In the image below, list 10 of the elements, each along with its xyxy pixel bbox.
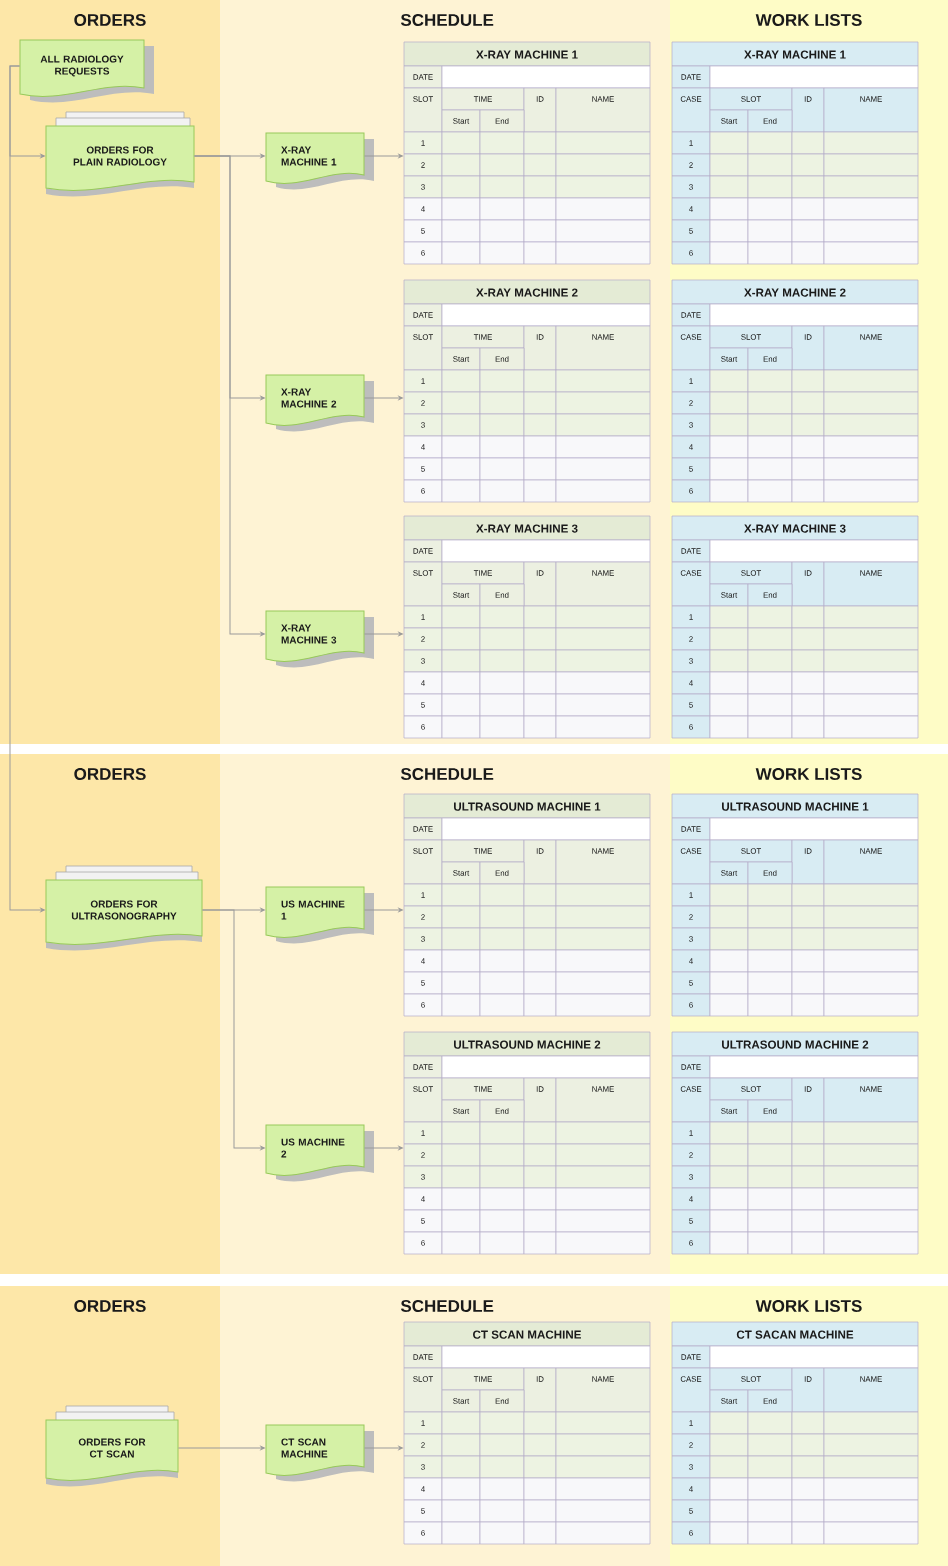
arrow [363,396,403,400]
arrow [363,154,403,158]
arrow [363,1146,403,1150]
arrow [9,65,45,912]
arrow [177,1446,265,1450]
arrow [193,155,265,636]
arrow [201,909,265,1150]
arrow [363,1446,403,1450]
arrow [363,908,403,912]
arrow [363,632,403,636]
